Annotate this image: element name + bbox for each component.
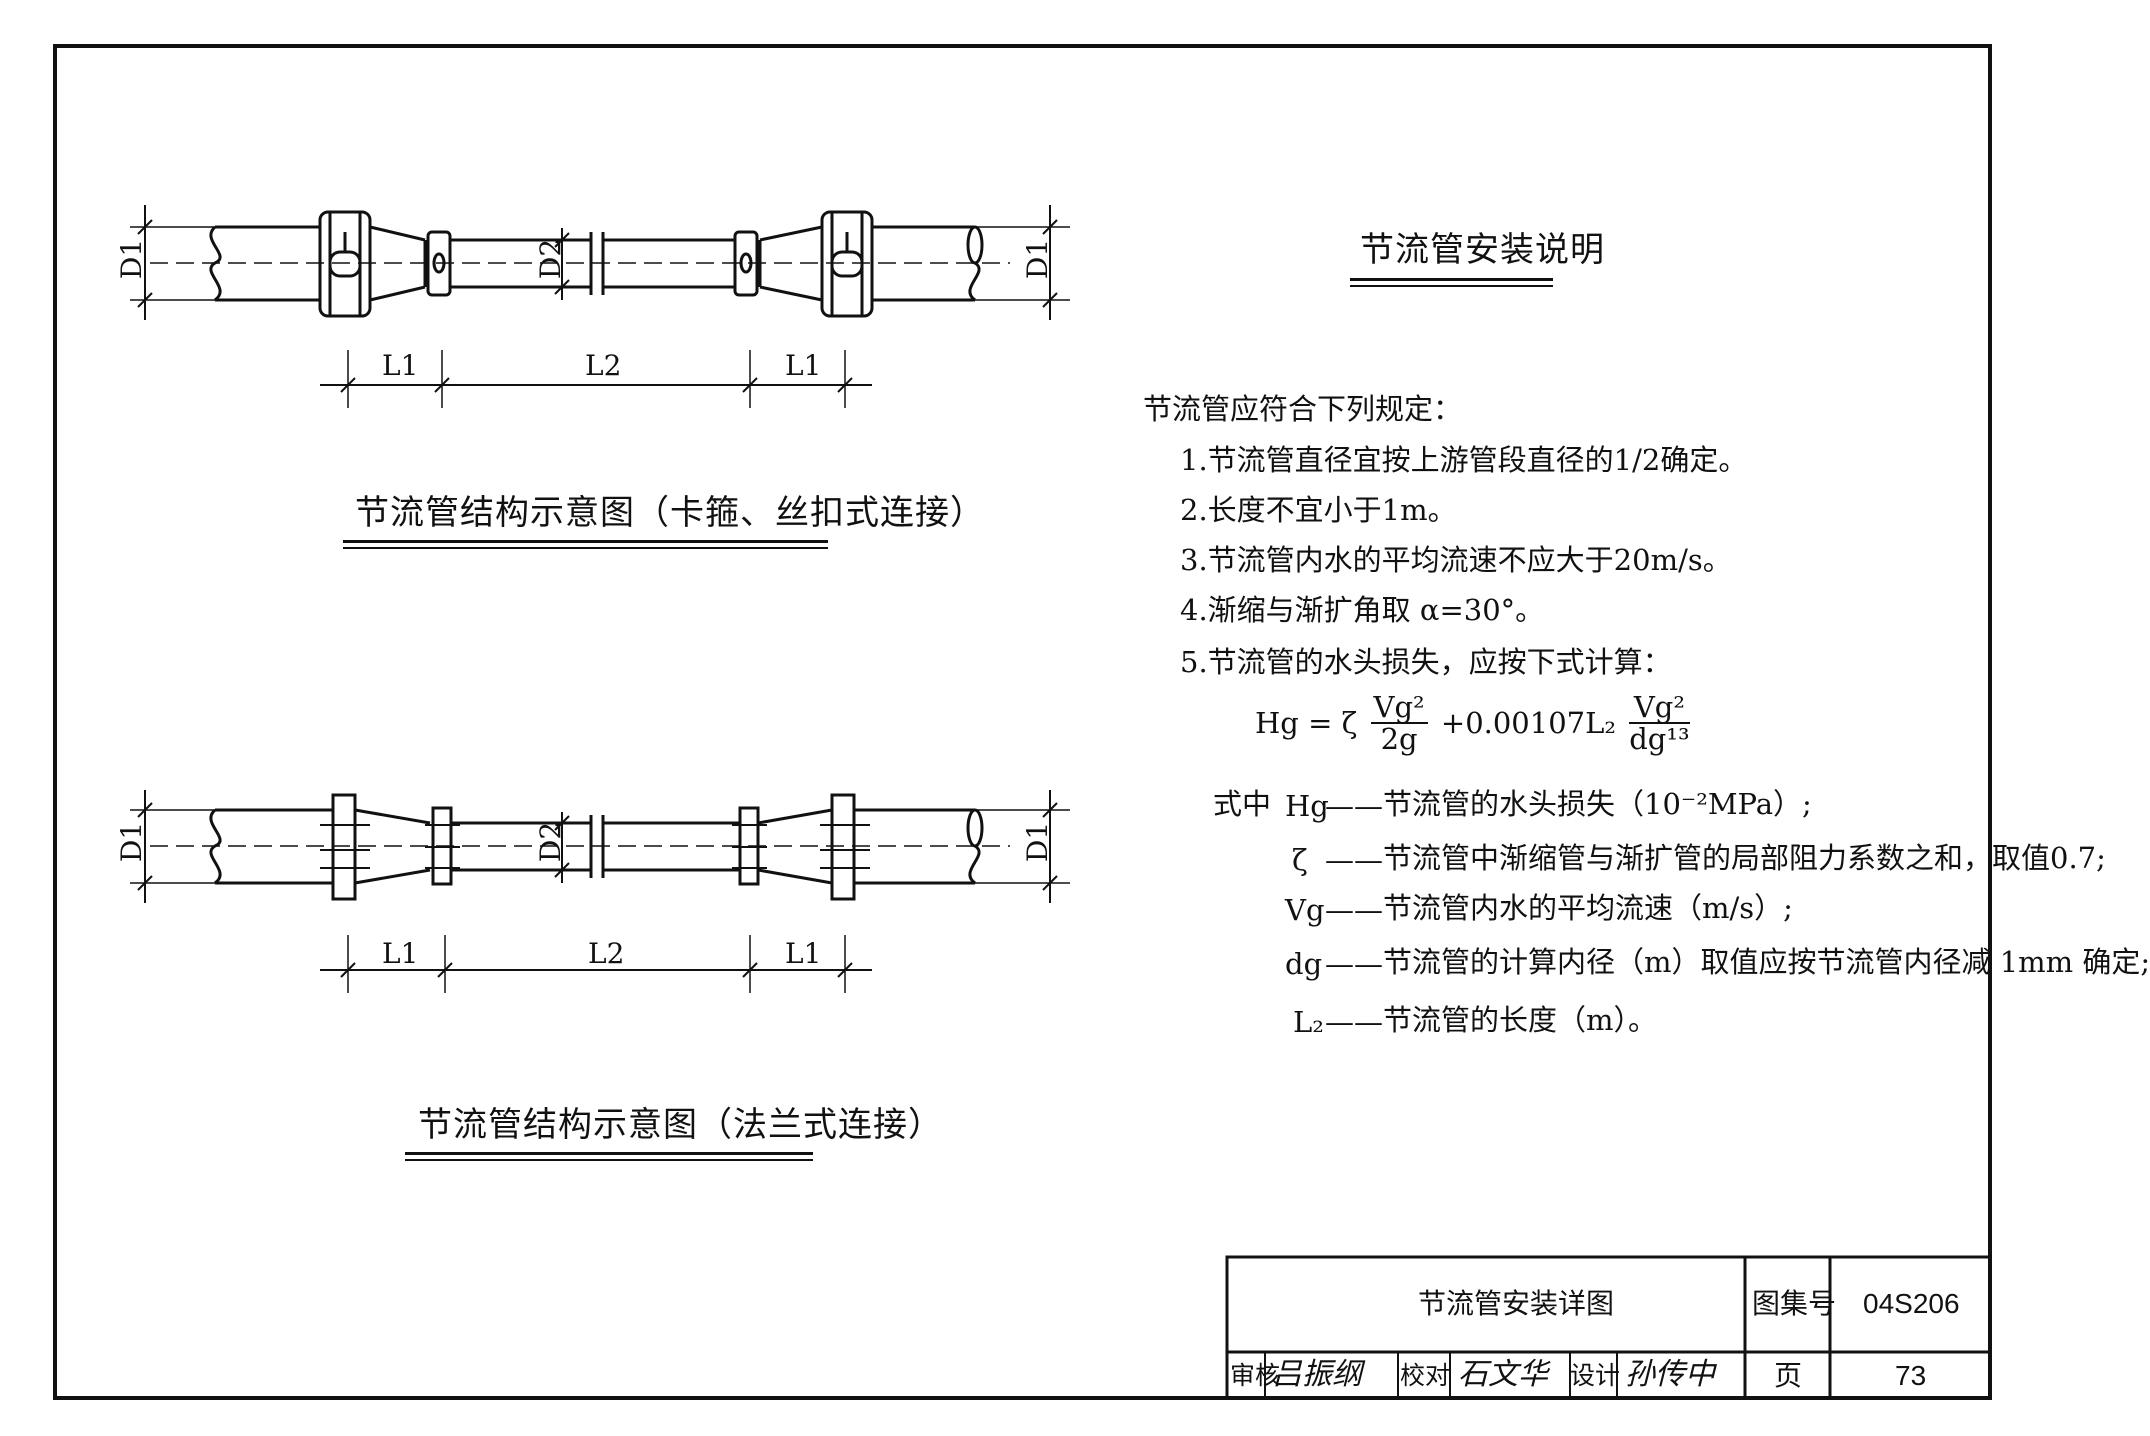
review-signature: 吕振纲 (1272, 1357, 1362, 1392)
pipe-diagram-coupling (130, 205, 1070, 408)
def-dash-vg: —— (1325, 893, 1383, 927)
dim-d1-left-top: D1 (115, 238, 149, 280)
def-dash-l2: —— (1325, 1005, 1383, 1039)
notes-item-1: 1.节流管直径宜按上游管段直径的1/2确定。 (1180, 443, 1748, 477)
dim-d2-top: D2 (534, 238, 568, 280)
notes-item-5: 5.节流管的水头损失，应按下式计算： (1180, 645, 1672, 679)
def-sym-zeta: ζ (1292, 843, 1308, 877)
sheet-border (53, 44, 1992, 1400)
formula-lhs: Hg = ζ (1255, 705, 1358, 740)
notes-intro: 节流管应符合下列规定： (1143, 392, 1463, 426)
def-dash-zeta: —— (1325, 843, 1383, 877)
formula-frac-1: Vg² 2g (1370, 692, 1428, 757)
dim-d1-left-bottom: D1 (115, 821, 149, 863)
dim-l1-right-bottom: L1 (785, 937, 822, 970)
where-label: 式中 (1213, 787, 1272, 821)
formula-frac-1-den: 2g (1380, 722, 1418, 757)
notes-item-2: 2.长度不宜小于1m。 (1180, 493, 1457, 527)
formula-frac-2-num: Vg² (1629, 692, 1690, 725)
def-desc-l2: 节流管的长度（m）。 (1383, 1003, 1657, 1037)
def-dash-dg: —— (1325, 947, 1383, 981)
title-block (1225, 1255, 1992, 1400)
formula-frac-2-den: dg¹³ (1629, 722, 1690, 757)
diagram-top-title-underline-2 (343, 547, 828, 549)
def-desc-vg: 节流管内水的平均流速（m/s）; (1383, 891, 1793, 925)
def-desc-hg: 节流管的水头损失（10⁻²MPa）; (1383, 787, 1812, 821)
def-desc-zeta: 节流管中渐缩管与渐扩管的局部阻力系数之和，取值0.7; (1383, 841, 2106, 875)
diagram-bottom-title-underline (405, 1152, 813, 1155)
diagram-bottom-title: 节流管结构示意图（法兰式连接） (418, 1105, 943, 1145)
design-label: 设计 (1570, 1361, 1621, 1390)
dim-d2-bottom: D2 (534, 821, 568, 863)
pipe-diagram-flange (130, 790, 1070, 993)
def-sym-vg: Vg (1285, 893, 1325, 927)
review-label: 审核 (1230, 1361, 1281, 1390)
dim-d1-right-bottom: D1 (1021, 821, 1055, 863)
atlas-label: 图集号 (1752, 1287, 1837, 1320)
notes-heading-underline-2 (1350, 285, 1553, 287)
drawing-sheet (53, 44, 1992, 1400)
notes-heading: 节流管安装说明 (1360, 230, 1605, 270)
def-sym-l2: L₂ (1293, 1005, 1324, 1039)
diagram-bottom-title-underline-2 (405, 1159, 813, 1161)
diagram-top-title-underline (343, 540, 828, 543)
def-desc-dg: 节流管的计算内径（m）取值应按节流管内径减 1mm 确定; (1383, 945, 2150, 979)
diagram-top-title: 节流管结构示意图（卡箍、丝扣式连接） (355, 493, 985, 533)
notes-item-3: 3.节流管内水的平均流速不应大于20m/s。 (1180, 543, 1732, 577)
notes-heading-underline (1350, 278, 1553, 281)
atlas-number: 04S206 (1863, 1288, 1960, 1319)
dim-l1-left-bottom: L1 (382, 937, 419, 970)
dim-l2-bottom: L2 (588, 937, 625, 970)
formula: Hg = ζ Vg² 2g +0.00107L₂ Vg² dg¹³ (1255, 692, 1694, 755)
dim-l2-top: L2 (585, 349, 622, 382)
formula-plus: +0.00107L₂ (1440, 705, 1616, 740)
drawing-title: 节流管安装详图 (1418, 1287, 1615, 1320)
def-sym-dg: dg (1285, 947, 1323, 981)
def-sym-hg: Hg (1285, 789, 1329, 823)
page-label: 页 (1774, 1359, 1803, 1392)
formula-frac-1-num: Vg² (1370, 692, 1428, 725)
check-signature: 石文华 (1458, 1357, 1548, 1392)
design-signature: 孙传中 (1625, 1357, 1715, 1392)
dim-l1-left-top: L1 (382, 349, 419, 382)
notes-item-4: 4.渐缩与渐扩角取 α=30°。 (1180, 593, 1545, 627)
dim-l1-right-top: L1 (785, 349, 822, 382)
def-dash-hg: —— (1325, 789, 1383, 823)
formula-frac-2: Vg² dg¹³ (1629, 692, 1690, 757)
check-label: 校对 (1400, 1361, 1451, 1390)
dim-d1-right-top: D1 (1021, 238, 1055, 280)
page-number: 73 (1895, 1360, 1927, 1391)
